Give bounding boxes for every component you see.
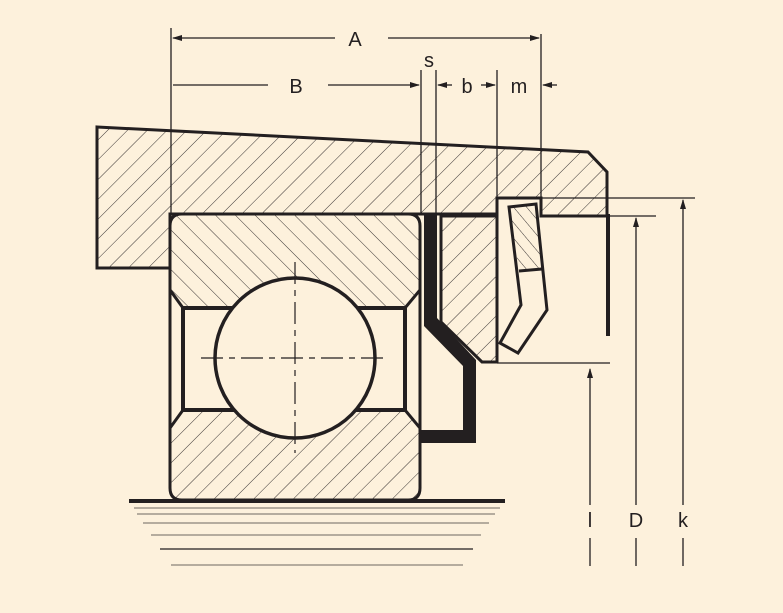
extension-lines: [170, 28, 695, 364]
shield-seal: [420, 214, 476, 443]
label-k: k: [678, 510, 689, 532]
label-A: A: [348, 29, 362, 51]
shaft-shading: [134, 507, 500, 566]
label-D: D: [629, 510, 643, 532]
v-ring-seal: [497, 202, 549, 355]
bearing-outer-ring: [168, 212, 422, 310]
v-ring-seal-upper: [509, 204, 542, 271]
label-B: B: [289, 76, 302, 98]
label-m: m: [511, 76, 528, 98]
spacer-ring: [439, 214, 499, 364]
label-b: b: [461, 76, 472, 98]
dimension-lines: [172, 35, 686, 566]
label-l: l: [588, 510, 592, 532]
label-s: s: [424, 50, 434, 72]
v-ring-divider: [518, 267, 543, 273]
housing: [95, 125, 609, 270]
